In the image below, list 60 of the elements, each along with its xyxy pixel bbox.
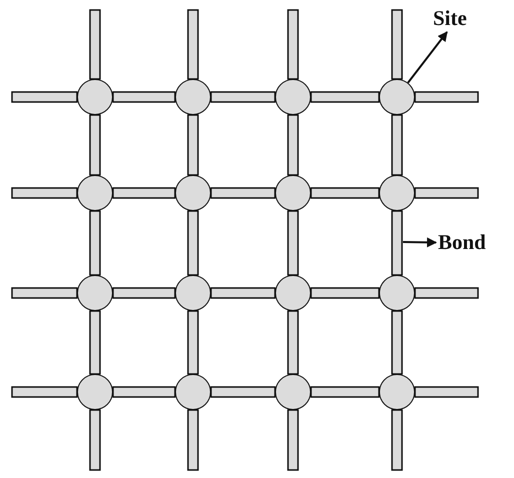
site-circle bbox=[379, 79, 415, 115]
site-circle bbox=[175, 374, 211, 410]
site-circle bbox=[379, 275, 415, 311]
bond-bar bbox=[287, 409, 299, 471]
bond-bar bbox=[11, 91, 78, 103]
bond-bar bbox=[187, 409, 199, 471]
bond-bar bbox=[187, 114, 199, 176]
bond-bar bbox=[310, 386, 380, 398]
site-circle bbox=[275, 275, 311, 311]
bond-bar bbox=[414, 187, 479, 199]
site-circle bbox=[379, 374, 415, 410]
bond-bar bbox=[210, 386, 276, 398]
bond-bar bbox=[310, 91, 380, 103]
bond-bar bbox=[11, 287, 78, 299]
bond-bar bbox=[89, 9, 101, 80]
bond-bar bbox=[391, 210, 403, 276]
bond-bar bbox=[391, 310, 403, 375]
bond-bar bbox=[187, 9, 199, 80]
bond-bar bbox=[210, 91, 276, 103]
bond-bar bbox=[310, 187, 380, 199]
leader-arrow bbox=[402, 237, 437, 248]
callout-label: Site bbox=[433, 8, 467, 29]
bond-bar bbox=[11, 187, 78, 199]
bond-bar bbox=[391, 409, 403, 471]
bond-bar bbox=[112, 386, 176, 398]
site-circle bbox=[275, 175, 311, 211]
site-circle bbox=[77, 275, 113, 311]
bond-bar bbox=[287, 210, 299, 276]
bond-bar bbox=[210, 287, 276, 299]
bond-bar bbox=[287, 310, 299, 375]
leader-arrow bbox=[407, 31, 448, 84]
site-circle bbox=[77, 79, 113, 115]
bond-bar bbox=[391, 114, 403, 176]
callout-label: Bond bbox=[438, 232, 486, 253]
bond-bar bbox=[414, 287, 479, 299]
bond-bar bbox=[287, 114, 299, 176]
site-circle bbox=[175, 275, 211, 311]
bond-bar bbox=[112, 91, 176, 103]
bond-bar bbox=[187, 310, 199, 375]
bond-bar bbox=[89, 310, 101, 375]
bond-bar bbox=[287, 9, 299, 80]
bond-bar bbox=[414, 386, 479, 398]
bond-bar bbox=[112, 287, 176, 299]
bond-bar bbox=[112, 187, 176, 199]
bond-bar bbox=[89, 210, 101, 276]
site-circle bbox=[77, 175, 113, 211]
site-circle bbox=[275, 374, 311, 410]
site-circle bbox=[77, 374, 113, 410]
bond-bar bbox=[187, 210, 199, 276]
site-circle bbox=[175, 79, 211, 115]
site-circle bbox=[275, 79, 311, 115]
bond-bar bbox=[391, 9, 403, 80]
bond-bar bbox=[89, 409, 101, 471]
bond-bar bbox=[310, 287, 380, 299]
bond-bar bbox=[11, 386, 78, 398]
bond-bar bbox=[89, 114, 101, 176]
bond-bar bbox=[210, 187, 276, 199]
site-circle bbox=[175, 175, 211, 211]
bond-bar bbox=[414, 91, 479, 103]
site-circle bbox=[379, 175, 415, 211]
